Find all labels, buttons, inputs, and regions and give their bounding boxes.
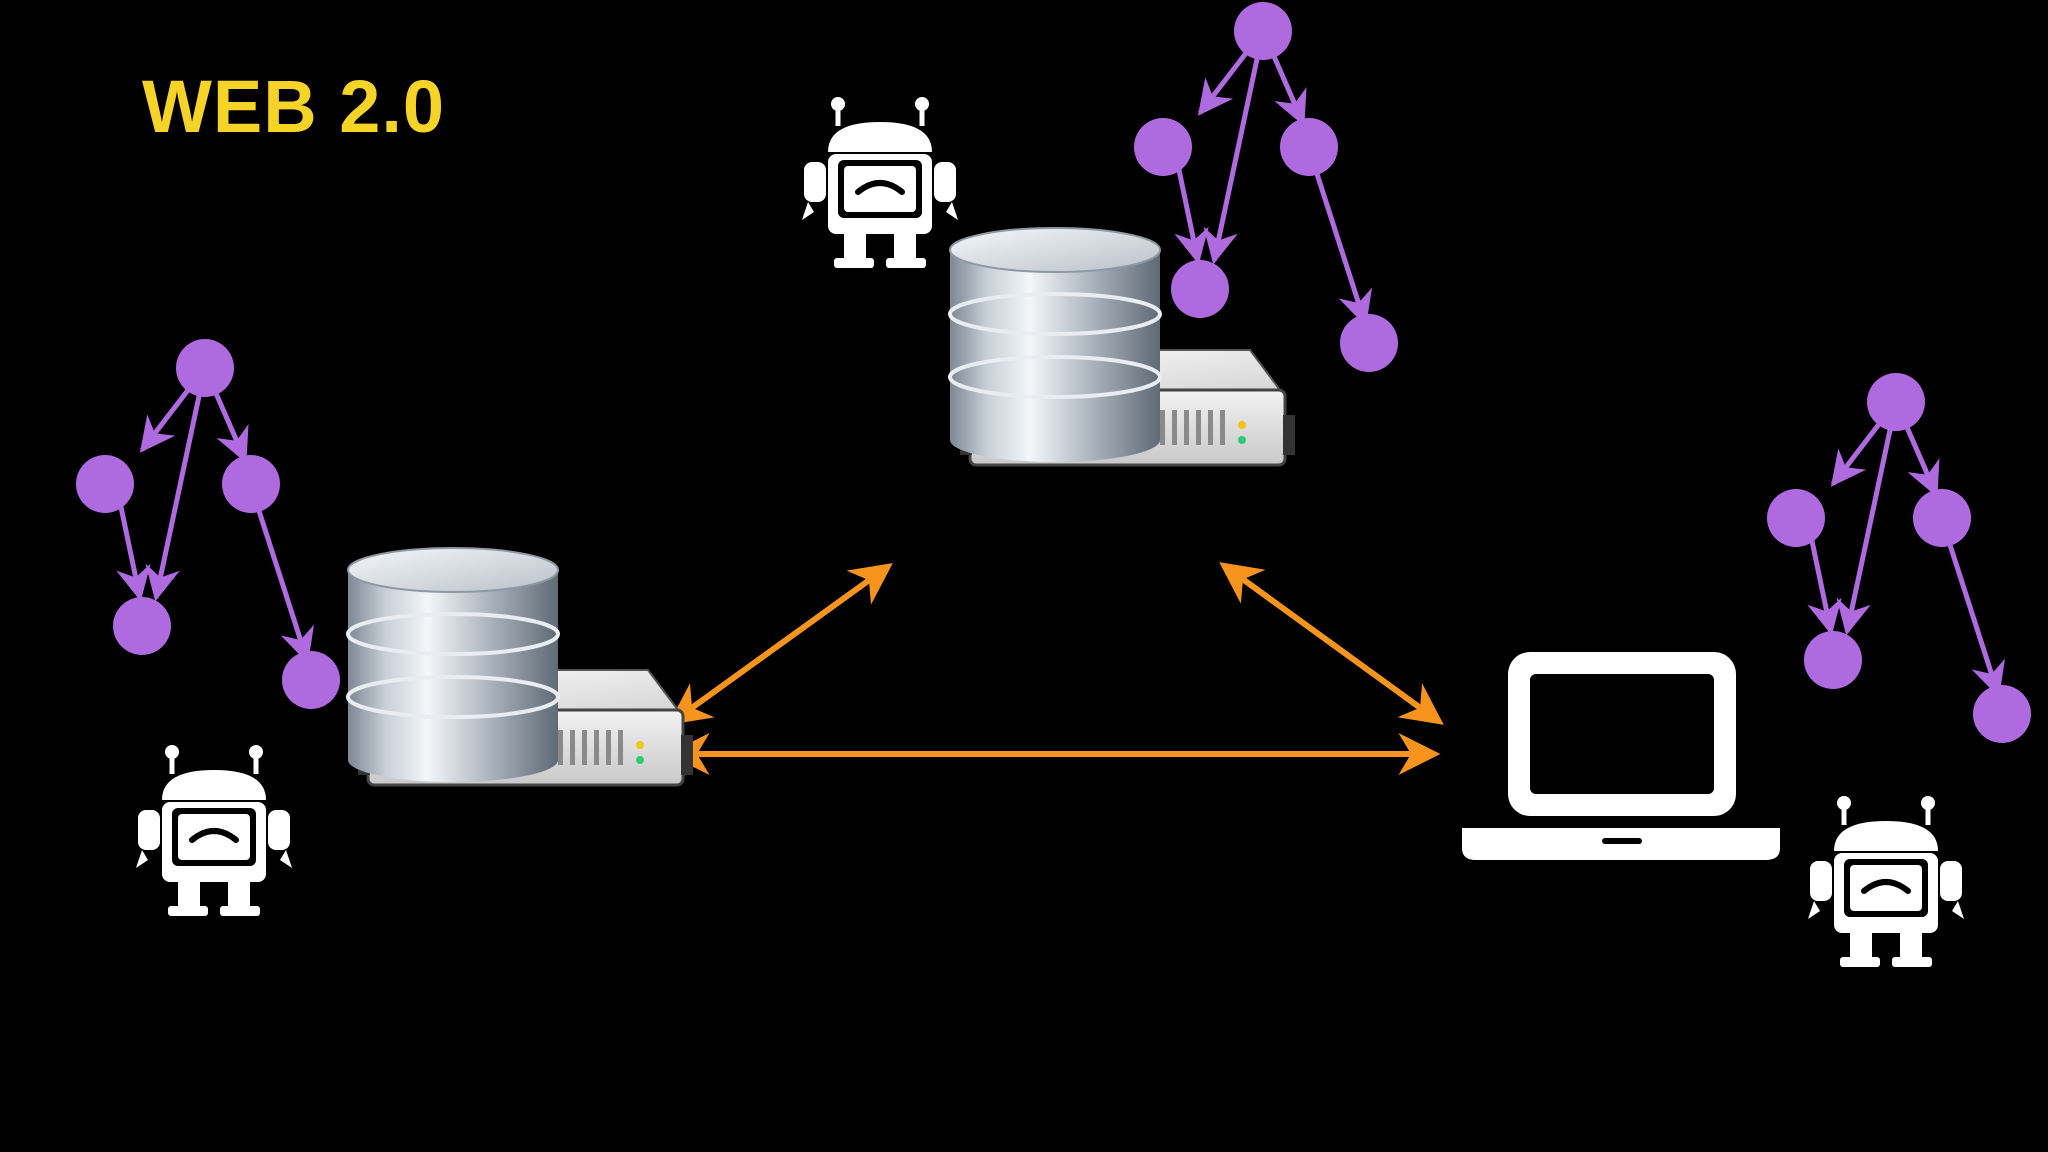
graph-icon — [1134, 2, 1398, 372]
database-server-icon — [948, 226, 1297, 467]
link-top-laptop-arrow — [1219, 562, 1444, 725]
diagram-title: WEB 2.0 — [142, 65, 446, 148]
link-left-top-arrow — [668, 563, 893, 725]
robot-icon — [802, 97, 958, 268]
graph-icon — [1767, 373, 2031, 743]
robot-icon — [1808, 796, 1964, 967]
laptop-icon — [1462, 652, 1780, 860]
robot-icon — [136, 745, 292, 916]
graph-icon — [76, 339, 340, 709]
database-server-icon — [346, 546, 695, 787]
